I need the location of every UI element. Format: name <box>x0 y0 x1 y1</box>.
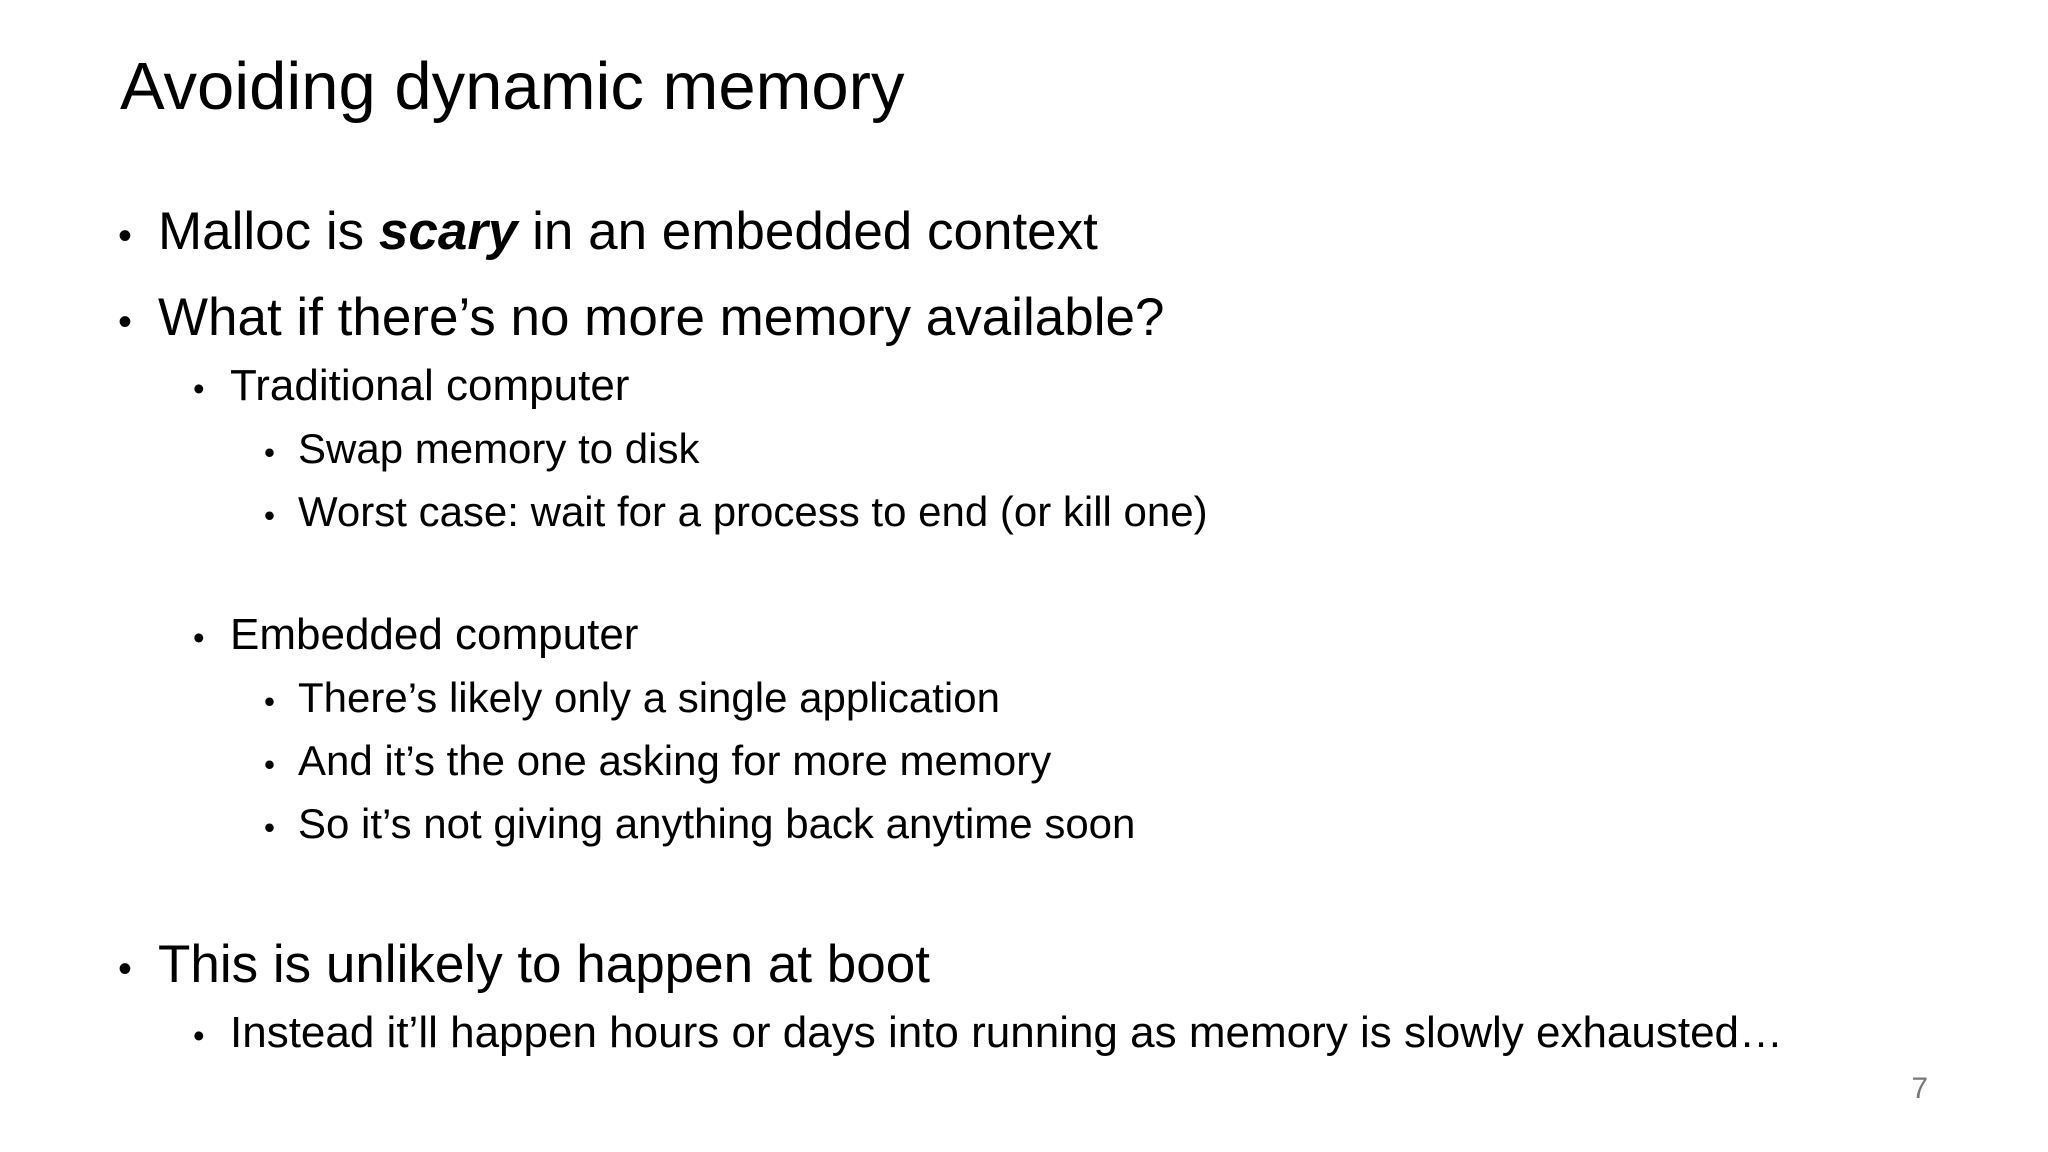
bullet-item: • Embedded computer <box>0 605 2048 668</box>
bullet-list: •Malloc is scary in an embedded context•… <box>0 186 2048 1066</box>
page-number: 7 <box>1911 1072 1928 1105</box>
bullet-item: • So it’s not giving anything back anytim… <box>0 794 2048 857</box>
bullet-text: This is unlikely to happen at boot <box>158 935 930 994</box>
bullet-item: • Instead it’ll happen hours or days into… <box>0 1003 2048 1066</box>
bullet-text: There’s likely only a single application <box>298 674 1000 721</box>
bullet-marker: • <box>264 809 276 845</box>
bullet-item: • And it’s the one asking for more memory <box>0 731 2048 794</box>
spacer <box>0 857 2048 917</box>
bullet-marker: • <box>118 214 132 258</box>
bullet-text: Worst case: wait for a process to end (o… <box>298 488 1208 535</box>
spacer <box>0 545 2048 605</box>
bullet-text: So it’s not giving anything back anytime… <box>298 800 1136 847</box>
bullet-text: Malloc is scary in an embedded context <box>158 202 1098 261</box>
bullet-text: What if there’s no more memory available… <box>158 288 1165 347</box>
bullet-item: • Traditional computer <box>0 356 2048 419</box>
bullet-marker: • <box>264 497 276 533</box>
bullet-text: And it’s the one asking for more memory <box>298 737 1052 784</box>
bullet-text: Swap memory to disk <box>298 425 700 472</box>
bullet-item: • Swap memory to disk <box>0 419 2048 482</box>
bullet-text: Instead it’ll happen hours or days into … <box>230 1008 1784 1057</box>
bullet-item: • There’s likely only a single applicatio… <box>0 668 2048 731</box>
emphasized-text: scary <box>378 202 518 261</box>
slide-title: Avoiding dynamic memory <box>120 49 905 124</box>
bullet-item: • Malloc is scary in an embedded context <box>0 198 2048 270</box>
bullet-marker: • <box>118 947 132 991</box>
bullet-text: Traditional computer <box>230 361 630 410</box>
bullet-item: • What if there’s no more memory availabl… <box>0 284 2048 356</box>
bullet-marker: • <box>264 434 276 470</box>
bullet-marker: • <box>264 683 276 719</box>
bullet-marker: • <box>193 1017 205 1054</box>
bullet-text: Embedded computer <box>230 610 639 659</box>
bullet-marker: • <box>264 746 276 782</box>
bullet-marker: • <box>118 300 132 344</box>
bullet-marker: • <box>193 619 205 656</box>
bullet-item: • Worst case: wait for a process to end (… <box>0 482 2048 545</box>
bullet-marker: • <box>193 370 205 407</box>
bullet-item: • This is unlikely to happen at boot <box>0 931 2048 1003</box>
